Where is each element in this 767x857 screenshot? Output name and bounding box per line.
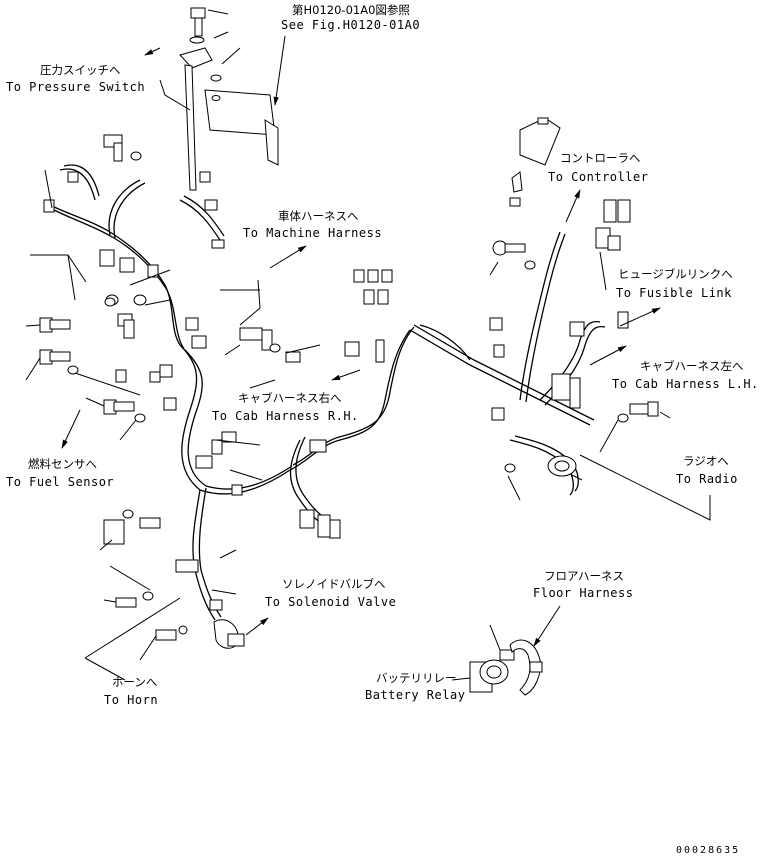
callout-labels: 第H0120-01A0図参照 See Fig.H0120-01A0 圧力スイッチ… [6, 3, 759, 856]
controller-label-en: To Controller [548, 170, 648, 184]
battery-relay-label-jp: バッテリリレー [376, 671, 457, 685]
fusible-link-label-jp: ヒュージブルリンクへ [618, 267, 733, 281]
horn-label-en: To Horn [104, 693, 158, 707]
fuel-sensor-label-en: To Fuel Sensor [6, 475, 114, 489]
drawing-number: 00028635 [676, 845, 740, 856]
solenoid-label-jp: ソレノイドバルブへ [282, 577, 386, 591]
fusible-link-label-en: To Fusible Link [616, 286, 732, 300]
cab-rh-label-jp: キャブハーネス右へ [238, 391, 342, 405]
see-fig-label-jp: 第H0120-01A0図参照 [292, 3, 410, 17]
fuel-sensor-label-jp: 燃料センサへ [28, 457, 97, 471]
cab-lh-label-jp: キャブハーネス左へ [640, 359, 744, 373]
pressure-switch-label-jp: 圧力スイッチへ [40, 63, 121, 77]
machine-harness-label-en: To Machine Harness [243, 226, 382, 240]
machine-harness-label-jp: 車体ハーネスへ [278, 209, 359, 223]
battery-relay-label-en: Battery Relay [365, 688, 465, 702]
parts [39, 7, 659, 696]
leader-lines [25, 9, 711, 681]
see-fig-label-en: See Fig.H0120-01A0 [281, 18, 420, 32]
controller-label-jp: コントローラへ [560, 151, 641, 165]
horn-label-jp: ホーンへ [112, 675, 157, 689]
floor-harness-label-jp: フロアハーネス [544, 569, 624, 583]
solenoid-label-en: To Solenoid Valve [265, 595, 396, 609]
cab-lh-label-en: To Cab Harness L.H. [612, 377, 759, 391]
radio-label-jp: ラジオへ [683, 454, 729, 468]
pressure-switch-label-en: To Pressure Switch [6, 80, 145, 94]
cab-rh-label-en: To Cab Harness R.H. [212, 409, 359, 423]
floor-harness-label-en: Floor Harness [533, 586, 633, 600]
radio-label-en: To Radio [676, 472, 738, 486]
